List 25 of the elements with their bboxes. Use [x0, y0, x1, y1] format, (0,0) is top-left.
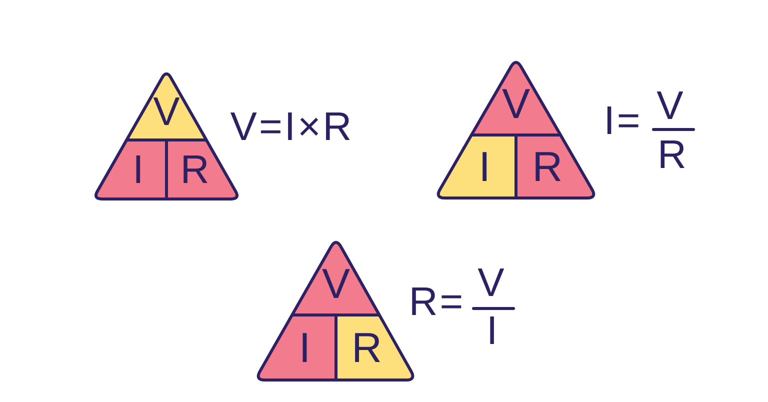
- numerator: V: [656, 86, 686, 126]
- variable-symbol: R: [180, 150, 210, 190]
- triangle-section: [258, 315, 336, 380]
- triangle-section: [516, 135, 594, 198]
- triangle-section: [292, 242, 380, 315]
- triangle-section: [438, 135, 516, 198]
- variable-symbol: I: [132, 150, 144, 190]
- variable-symbol: V: [322, 263, 350, 306]
- variable-symbol: R: [532, 146, 563, 188]
- equation-text: V=I×R: [230, 107, 354, 147]
- variable-symbol: I: [478, 146, 490, 188]
- variable-symbol: I: [298, 326, 311, 368]
- triangle-section: [336, 315, 413, 380]
- triangle-section: [166, 140, 237, 199]
- numerator: V: [478, 263, 506, 303]
- variable-symbol: V: [153, 92, 180, 132]
- triangle-section: [471, 62, 561, 135]
- equation-text: I=: [604, 101, 642, 141]
- variable-symbol: V: [502, 83, 530, 126]
- equation-text: R=: [408, 282, 466, 322]
- triangle-section: [126, 74, 206, 140]
- triangle-section: [96, 140, 166, 199]
- variable-symbol: R: [352, 326, 382, 368]
- denominator: I: [486, 311, 500, 351]
- denominator: R: [658, 135, 688, 175]
